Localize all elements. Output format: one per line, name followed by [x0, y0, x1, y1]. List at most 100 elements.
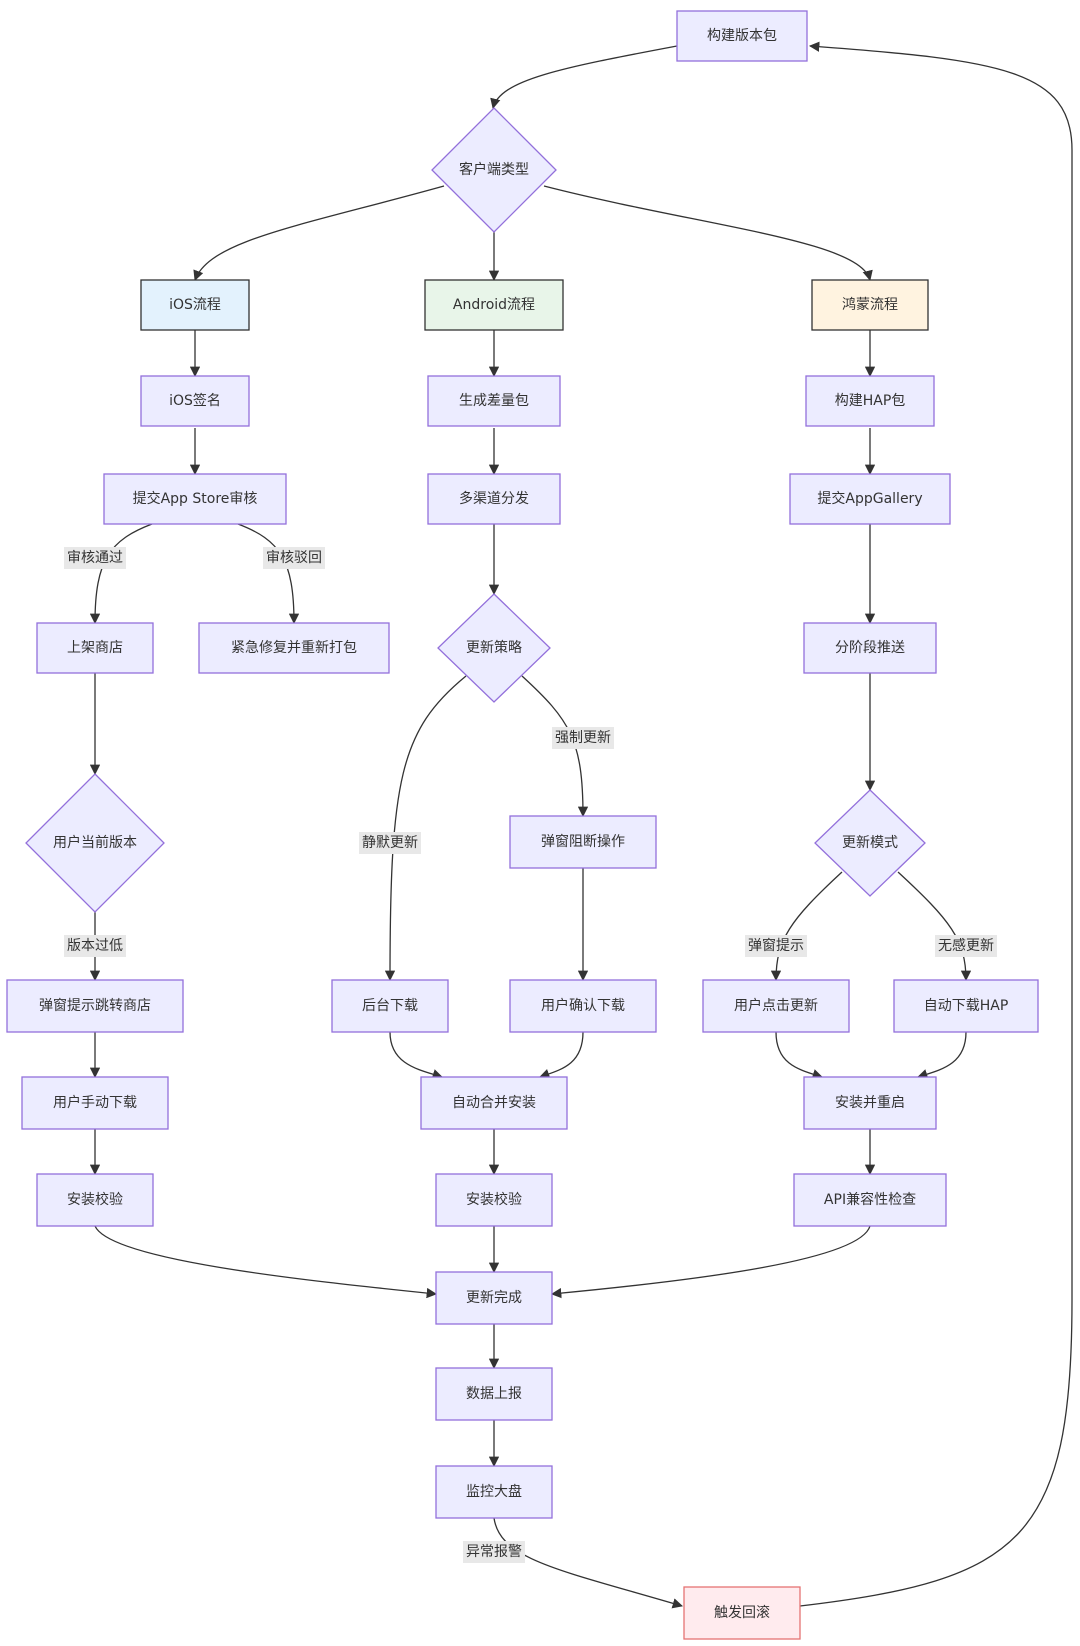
svg-text:更新模式: 更新模式 — [842, 835, 898, 851]
svg-text:iOS流程: iOS流程 — [169, 297, 221, 313]
node-user-confirm[interactable]: 用户确认下载 — [509, 979, 657, 1033]
node-popup-block[interactable]: 弹窗阻断操作 — [509, 815, 657, 869]
edge-dashboard-to-rollback — [493, 1517, 683, 1609]
svg-text:静默更新: 静默更新 — [362, 835, 418, 851]
node-rollback[interactable]: 触发回滚 — [683, 1586, 801, 1640]
nodes: 构建版本包 客户端类型 iOS流程 Android流程 鸿蒙流程 iOS签名 生… — [6, 10, 1039, 1640]
node-auto-hap[interactable]: 自动下载HAP — [893, 979, 1039, 1033]
edge-strategy-to-bg-download — [384, 675, 467, 982]
node-auto-merge[interactable]: 自动合并安装 — [420, 1076, 568, 1130]
svg-text:构建HAP包: 构建HAP包 — [835, 393, 906, 409]
svg-text:弹窗提示跳转商店: 弹窗提示跳转商店 — [39, 997, 151, 1014]
node-client-type[interactable]: 客户端类型 — [431, 107, 557, 233]
svg-text:异常报警: 异常报警 — [466, 1544, 522, 1560]
svg-text:用户手动下载: 用户手动下载 — [53, 1094, 137, 1111]
node-ios-verify[interactable]: 安装校验 — [36, 1173, 154, 1227]
node-staged-push[interactable]: 分阶段推送 — [803, 622, 937, 674]
node-report[interactable]: 数据上报 — [435, 1367, 553, 1421]
edge-ios-verify-to-done — [94, 1225, 438, 1299]
edge-label-seamless: 无感更新 — [935, 935, 997, 957]
node-multi-channel[interactable]: 多渠道分发 — [427, 473, 561, 525]
edge-confirm-to-merge — [539, 1031, 584, 1079]
svg-text:版本过低: 版本过低 — [67, 938, 123, 954]
node-bg-download[interactable]: 后台下载 — [331, 979, 449, 1033]
svg-text:提交App Store审核: 提交App Store审核 — [133, 490, 258, 507]
edge-label-alert: 异常报警 — [463, 1541, 525, 1563]
svg-text:分阶段推送: 分阶段推送 — [835, 640, 905, 656]
node-update-strategy[interactable]: 更新策略 — [437, 593, 551, 703]
node-ios-flow[interactable]: iOS流程 — [140, 279, 250, 331]
node-dashboard[interactable]: 监控大盘 — [435, 1465, 553, 1519]
node-update-mode[interactable]: 更新模式 — [814, 789, 926, 897]
svg-text:审核通过: 审核通过 — [67, 550, 123, 566]
svg-text:后台下载: 后台下载 — [362, 998, 418, 1014]
edge-label-forced: 强制更新 — [552, 727, 614, 749]
edges — [89, 41, 1073, 1609]
svg-text:API兼容性检查: API兼容性检查 — [824, 1191, 916, 1208]
edge-label-too-old: 版本过低 — [64, 935, 126, 957]
node-done[interactable]: 更新完成 — [435, 1271, 553, 1325]
svg-text:上架商店: 上架商店 — [67, 640, 123, 656]
edge-build-to-client-type — [490, 45, 678, 110]
node-android-verify[interactable]: 安装校验 — [435, 1173, 553, 1227]
svg-text:Android流程: Android流程 — [453, 297, 535, 313]
svg-text:用户确认下载: 用户确认下载 — [541, 997, 625, 1014]
node-submit-appgallery[interactable]: 提交AppGallery — [789, 473, 951, 525]
edge-submit-to-hotfix — [237, 523, 300, 625]
svg-text:提交AppGallery: 提交AppGallery — [817, 490, 922, 507]
svg-text:监控大盘: 监控大盘 — [466, 1483, 522, 1500]
svg-text:自动下载HAP: 自动下载HAP — [924, 998, 1009, 1014]
node-build-hap[interactable]: 构建HAP包 — [805, 375, 935, 427]
edge-mode-to-user-click — [770, 871, 843, 982]
svg-text:鸿蒙流程: 鸿蒙流程 — [842, 296, 898, 313]
edge-label-popup-hint: 弹窗提示 — [745, 935, 807, 957]
node-user-click[interactable]: 用户点击更新 — [702, 979, 850, 1033]
svg-text:安装并重启: 安装并重启 — [835, 1095, 905, 1111]
svg-text:无感更新: 无感更新 — [938, 937, 994, 954]
svg-text:弹窗阻断操作: 弹窗阻断操作 — [541, 833, 625, 850]
node-api-check[interactable]: API兼容性检查 — [793, 1173, 947, 1227]
node-submit-appstore[interactable]: 提交App Store审核 — [103, 473, 287, 525]
node-hotfix[interactable]: 紧急修复并重新打包 — [198, 622, 390, 674]
svg-text:多渠道分发: 多渠道分发 — [459, 490, 529, 507]
edge-client-to-harmony — [543, 185, 873, 282]
svg-text:紧急修复并重新打包: 紧急修复并重新打包 — [231, 639, 357, 656]
node-android-flow[interactable]: Android流程 — [424, 279, 564, 331]
node-user-version[interactable]: 用户当前版本 — [25, 773, 165, 913]
svg-text:更新完成: 更新完成 — [466, 1290, 522, 1306]
node-ios-sign[interactable]: iOS签名 — [140, 375, 250, 427]
node-list-store[interactable]: 上架商店 — [36, 622, 154, 674]
svg-text:客户端类型: 客户端类型 — [459, 161, 529, 178]
node-install-restart[interactable]: 安装并重启 — [803, 1076, 937, 1130]
edge-mode-to-auto-hap — [897, 871, 972, 982]
svg-text:安装校验: 安装校验 — [466, 1191, 522, 1208]
svg-text:iOS签名: iOS签名 — [169, 392, 221, 409]
edge-label-rejected: 审核驳回 — [263, 547, 325, 569]
edge-label-silent: 静默更新 — [359, 832, 421, 854]
svg-text:构建版本包: 构建版本包 — [707, 28, 777, 44]
edge-auto-hap-to-install — [917, 1031, 967, 1080]
edge-submit-to-list-store — [89, 523, 153, 625]
svg-text:用户当前版本: 用户当前版本 — [53, 834, 137, 851]
node-build[interactable]: 构建版本包 — [676, 10, 808, 62]
edge-label-approved: 审核通过 — [64, 547, 126, 569]
svg-text:触发回滚: 触发回滚 — [714, 1604, 770, 1621]
svg-text:更新策略: 更新策略 — [466, 639, 522, 656]
edge-bg-download-to-merge — [389, 1031, 443, 1080]
edge-client-to-ios — [193, 185, 445, 281]
svg-text:弹窗提示: 弹窗提示 — [748, 937, 804, 954]
svg-text:生成差量包: 生成差量包 — [459, 393, 529, 409]
edge-api-check-to-done — [550, 1225, 871, 1299]
svg-text:用户点击更新: 用户点击更新 — [734, 997, 818, 1014]
edge-rollback-to-build — [799, 41, 1073, 1607]
node-diff-pkg[interactable]: 生成差量包 — [427, 375, 561, 427]
node-harmony-flow[interactable]: 鸿蒙流程 — [811, 279, 929, 331]
svg-text:自动合并安装: 自动合并安装 — [452, 1095, 536, 1111]
node-manual-download[interactable]: 用户手动下载 — [21, 1076, 169, 1130]
svg-text:审核驳回: 审核驳回 — [266, 550, 322, 566]
edge-labels: 审核通过 审核驳回 强制更新 静默更新 版本过低 弹窗提示 无感更新 异常报警 — [64, 547, 997, 1563]
svg-text:强制更新: 强制更新 — [555, 730, 611, 746]
node-popup-jump[interactable]: 弹窗提示跳转商店 — [6, 979, 184, 1033]
edge-user-click-to-install — [775, 1031, 823, 1080]
